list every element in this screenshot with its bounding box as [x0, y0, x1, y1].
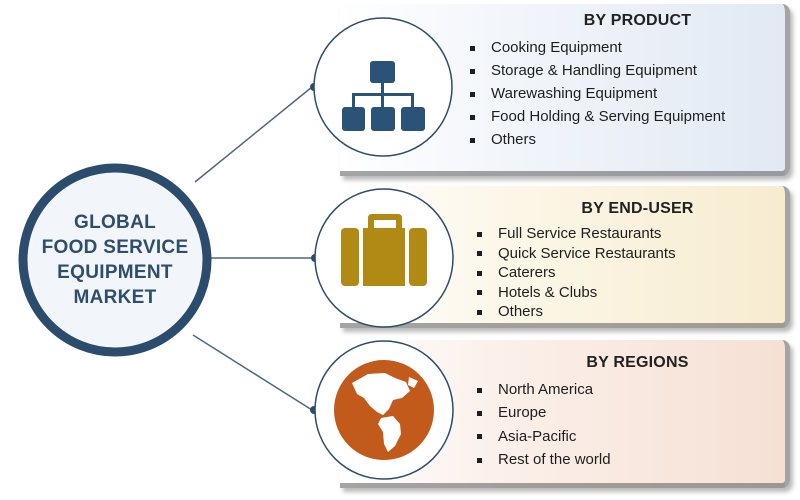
- hub-label: GLOBAL FOOD SERVICE EQUIPMENT MARKET: [20, 165, 210, 355]
- list-item: Others: [475, 302, 676, 322]
- hub-line-4: MARKET: [73, 287, 157, 308]
- segment-list-regions: North America Europe Asia-Pacific Rest o…: [475, 378, 611, 471]
- list-item: North America: [475, 378, 611, 401]
- briefcase-icon: [341, 214, 427, 286]
- list-item: Full Service Restaurants: [475, 224, 676, 244]
- regions-icon-circle: [314, 340, 454, 480]
- hub-circle: [18, 163, 212, 357]
- list-item: Warewashing Equipment: [468, 82, 725, 105]
- list-item: Quick Service Restaurants: [475, 244, 676, 264]
- segment-title-regions: BY REGIONS: [586, 354, 689, 371]
- enduser-icon-circle: [314, 188, 454, 328]
- hub-line-1: GLOBAL: [73, 212, 156, 233]
- hub-line-2: FOOD SERVICE: [41, 237, 189, 258]
- list-item: Others: [468, 128, 725, 151]
- list-item: Caterers: [475, 263, 676, 283]
- product-icon-circle: [313, 17, 453, 157]
- list-item: Asia-Pacific: [475, 425, 611, 448]
- list-item: Rest of the world: [475, 448, 611, 471]
- connector-regions: [192, 334, 313, 411]
- segment-title-product: BY PRODUCT: [583, 12, 692, 29]
- segment-list-product: Cooking Equipment Storage & Handling Equ…: [468, 36, 725, 151]
- hub-line-3: EQUIPMENT: [57, 262, 173, 283]
- list-item: Hotels & Clubs: [475, 283, 676, 303]
- list-item: Cooking Equipment: [468, 36, 725, 59]
- connector-product: [194, 86, 313, 183]
- globe-icon: [334, 360, 434, 460]
- list-item: Storage & Handling Equipment: [468, 59, 725, 82]
- list-item: Europe: [475, 401, 611, 424]
- list-item: Food Holding & Serving Equipment: [468, 105, 725, 128]
- segment-title-enduser: BY END-USER: [581, 200, 694, 217]
- hierarchy-icon: [342, 61, 425, 131]
- segment-list-enduser: Full Service Restaurants Quick Service R…: [475, 224, 676, 322]
